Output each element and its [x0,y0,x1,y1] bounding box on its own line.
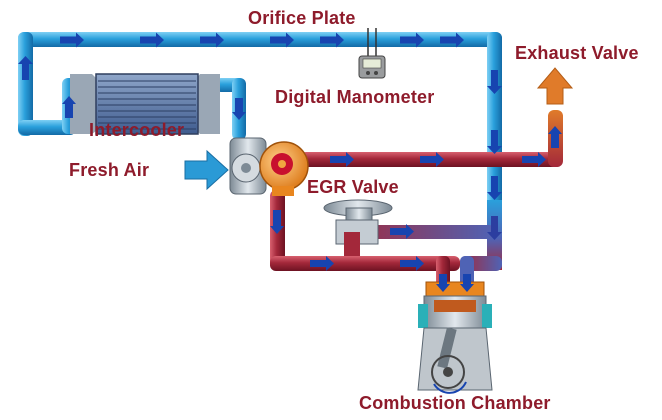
fresh-air-label: Fresh Air [69,160,150,180]
egr-valve-label: EGR Valve [307,177,399,197]
intercooler [70,73,220,135]
fresh-air-arrow [184,149,229,191]
intercooler-label: Intercooler [89,120,185,140]
combustion-chamber-label: Combustion Chamber [359,393,551,413]
egr-valve [323,199,393,256]
exhaust-valve-label: Exhaust Valve [515,43,639,63]
flow-arrows [18,32,562,292]
combustion-chamber [417,281,493,394]
exhaust-pipe [270,110,563,300]
turbocharger [229,137,309,196]
digital-manometer-label: Digital Manometer [275,87,435,107]
exhaust-valve-arrow [536,67,574,105]
digital-manometer [358,28,386,79]
orifice-plate-label: Orifice Plate [248,8,356,28]
